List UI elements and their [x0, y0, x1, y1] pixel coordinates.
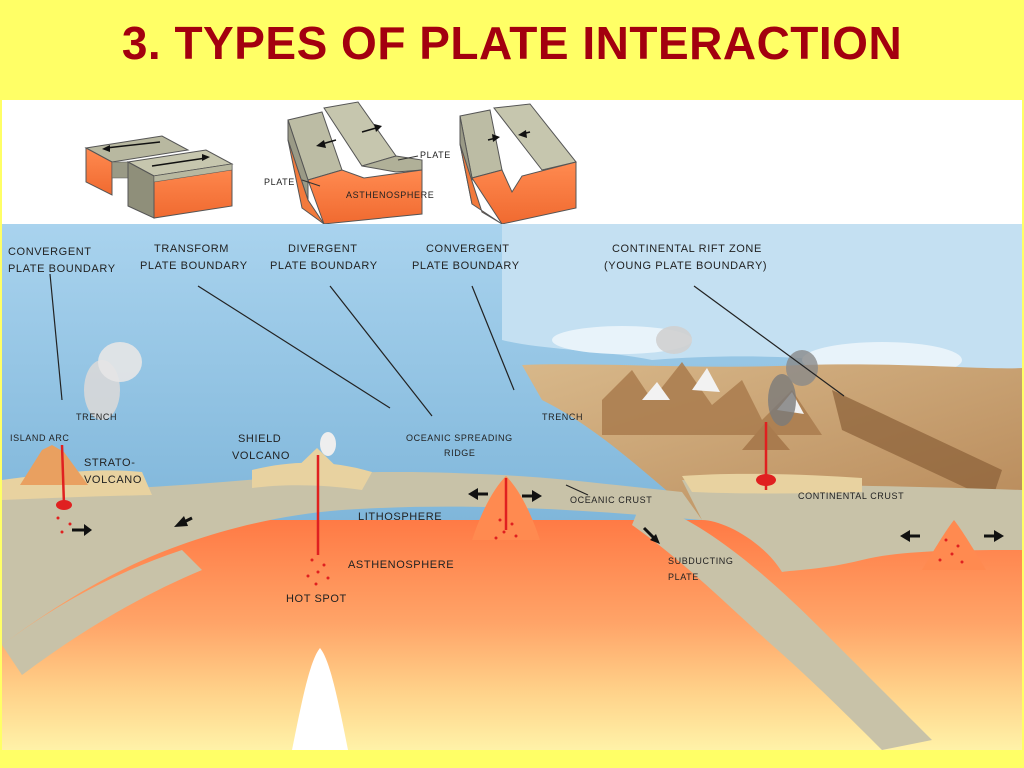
convergent-right-label-2: PLATE BOUNDARY	[412, 260, 520, 272]
diagram-panel: PLATE PLATE ASTHENOSPHERE	[2, 100, 1022, 750]
plate-interaction-diagram: PLATE PLATE ASTHENOSPHERE	[2, 101, 1022, 750]
subducting-plate-label-1: SUBDUCTING	[668, 556, 734, 566]
strato-volcano-label-2: VOLCANO	[84, 474, 142, 486]
transform-block-diagram	[84, 135, 234, 219]
asthenosphere-label: ASTHENOSPHERE	[348, 559, 454, 571]
block-asthenosphere-label: ASTHENOSPHERE	[346, 190, 434, 200]
lithosphere-label: LITHOSPHERE	[358, 511, 442, 523]
continental-crust-label: CONTINENTAL CRUST	[798, 491, 904, 501]
shield-volcano-label-2: VOLCANO	[232, 450, 290, 462]
convergent-left-label-2: PLATE BOUNDARY	[8, 263, 116, 275]
divergent-block-diagram	[287, 101, 423, 225]
block-plate-label: PLATE	[420, 150, 451, 160]
trench-right-label: TRENCH	[542, 412, 583, 422]
convergent-block-diagram	[459, 103, 577, 225]
slide-title: 3. TYPES OF PLATE INTERACTION	[121, 17, 903, 69]
divergent-label-1: DIVERGENT	[288, 243, 358, 255]
rift-label-2: (YOUNG PLATE BOUNDARY)	[604, 260, 767, 272]
subducting-plate-label-2: PLATE	[668, 572, 699, 582]
transform-label-1: TRANSFORM	[154, 243, 229, 255]
hot-spot-label: HOT SPOT	[286, 593, 347, 605]
trench-left-label: TRENCH	[76, 412, 117, 422]
rift-label-1: CONTINENTAL RIFT ZONE	[612, 243, 762, 255]
divergent-label-2: PLATE BOUNDARY	[270, 260, 378, 272]
convergent-left-label-1: CONVERGENT	[8, 246, 92, 258]
block-plate-left-label: PLATE	[264, 177, 295, 187]
convergent-right-label-1: CONVERGENT	[426, 243, 510, 255]
strato-volcano-label-1: STRATO-	[84, 457, 135, 469]
island-arc-label: ISLAND ARC	[10, 433, 70, 443]
shield-volcano-label-1: SHIELD	[238, 433, 281, 445]
spreading-ridge-label-2: RIDGE	[444, 448, 476, 458]
cross-section	[2, 224, 1022, 750]
oceanic-crust-label: OCEANIC CRUST	[570, 495, 652, 505]
spreading-ridge-label-1: OCEANIC SPREADING	[406, 433, 513, 443]
transform-label-2: PLATE BOUNDARY	[140, 260, 248, 272]
